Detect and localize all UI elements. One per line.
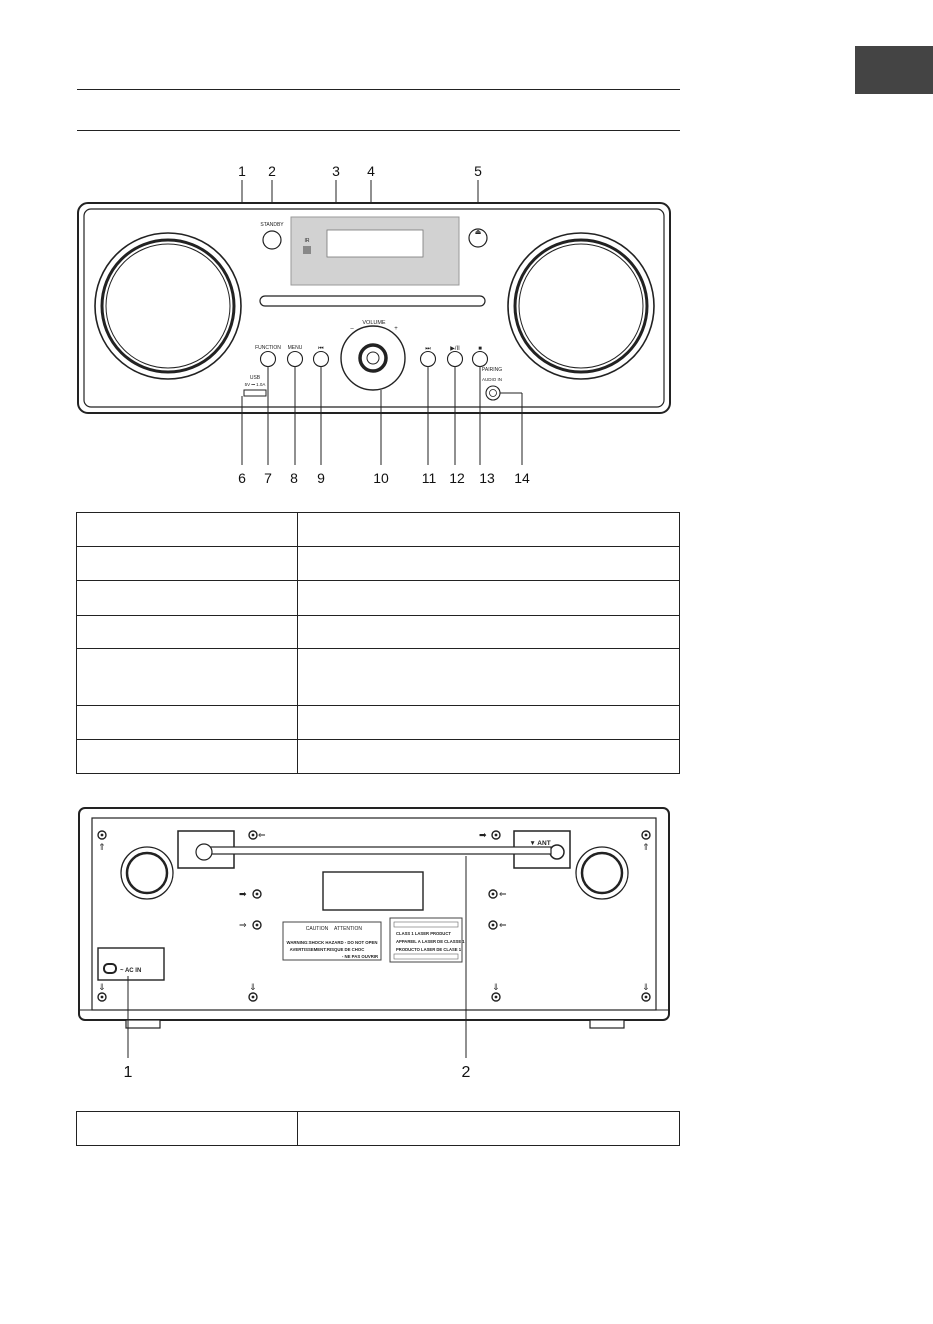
- volume-label: VOLUME: [362, 320, 386, 326]
- warning-label: [282, 921, 382, 961]
- svg-text:⇑: ⇑: [642, 842, 650, 852]
- bass-port-right: [575, 846, 629, 900]
- table-row: [76, 739, 680, 774]
- volume-plus-label: +: [394, 326, 398, 332]
- ac-in-label: ~ AC IN: [120, 968, 141, 974]
- usb-label: USB: [250, 375, 261, 381]
- svg-text:➡: ➡: [239, 889, 247, 899]
- next-icon: ⏭: [425, 346, 431, 352]
- left-speaker: [94, 232, 242, 380]
- table-row: [76, 546, 680, 581]
- next-button[interactable]: [419, 350, 437, 368]
- svg-text:⇓: ⇓: [98, 982, 106, 992]
- callout-back-1: 1: [124, 1064, 133, 1081]
- caution-text: CAUTION: [306, 926, 329, 932]
- back-cabinet: [78, 807, 670, 1021]
- callout-9: 9: [317, 470, 325, 486]
- antenna-socket[interactable]: [549, 844, 565, 860]
- callout-3: 3: [332, 163, 340, 179]
- screw-icons: [97, 830, 651, 1002]
- warning-line-3: - NE PAS OUVRIR: [342, 954, 379, 959]
- callout-2: 2: [268, 163, 276, 179]
- foot-left: [125, 1019, 161, 1029]
- stop-button[interactable]: [471, 350, 489, 368]
- callout-11: 11: [422, 470, 437, 486]
- cd-slot: [259, 295, 486, 307]
- play-pause-button[interactable]: [446, 350, 464, 368]
- front-controls-table: [76, 512, 680, 774]
- callout-4: 4: [367, 163, 375, 179]
- callout-8: 8: [290, 470, 298, 486]
- eject-icon: ⏏: [475, 229, 482, 236]
- attention-text: ATTENTION: [334, 926, 362, 932]
- prev-button[interactable]: [312, 350, 330, 368]
- menu-button[interactable]: [286, 350, 304, 368]
- standby-label: STANDBY: [260, 222, 284, 228]
- table-row: [76, 615, 680, 649]
- play-pause-icon: ▶/II: [450, 346, 460, 352]
- svg-text:⇐: ⇐: [499, 889, 507, 899]
- back-controls-table: [76, 1111, 680, 1146]
- function-button[interactable]: [259, 350, 277, 368]
- warning-line-2: AVERTISSEMENT:RISQUE DE CHOC: [290, 947, 365, 952]
- stop-icon: ■: [478, 346, 482, 352]
- arrow-icons: ⇐ ➡ ➡ ⇐ ⇒ ⇐ ⇑ ⇑ ⇓ ⇓ ⇓ ⇓: [98, 830, 650, 992]
- svg-text:⇒: ⇒: [239, 920, 247, 930]
- table-row: [76, 580, 680, 616]
- header-rule-top: [77, 89, 680, 90]
- front-cabinet: [77, 202, 671, 414]
- svg-text:⇓: ⇓: [492, 982, 500, 992]
- table-row: [76, 705, 680, 740]
- table-row: [76, 1111, 680, 1146]
- laser-line-1: CLASS 1 LASER PRODUCT: [396, 931, 451, 936]
- header-rule-bottom: [77, 130, 680, 131]
- usb-spec-label: 5V ⎓ 1.0A: [245, 382, 266, 387]
- table-row: [76, 512, 680, 547]
- callout-7: 7: [264, 470, 272, 486]
- volume-minus-label: –: [350, 326, 354, 332]
- menu-label: MENU: [288, 345, 303, 351]
- eject-button[interactable]: [468, 228, 488, 248]
- laser-line-3: PRODUCTO LASER DE CLASE 1: [396, 947, 462, 952]
- callout-back-2: 2: [462, 1064, 471, 1081]
- function-label: FUNCTION: [255, 345, 281, 351]
- bass-port-left: [120, 846, 174, 900]
- svg-text:⇓: ⇓: [249, 982, 257, 992]
- callout-10: 10: [373, 470, 389, 486]
- ir-sensor-label: IR: [305, 238, 310, 244]
- language-tab: [855, 46, 933, 94]
- callout-14: 14: [514, 470, 530, 486]
- svg-text:⇑: ⇑: [98, 842, 106, 852]
- back-panel-diagram: ▼ ANT CAUTION ATTENTION WARNING:SHOCK HA…: [78, 807, 670, 1081]
- svg-text:⇐: ⇐: [258, 830, 266, 840]
- usb-port[interactable]: [243, 389, 267, 397]
- display-screen: [326, 229, 424, 258]
- display-cutout: [322, 871, 424, 911]
- antenna-label: ▼ ANT: [529, 840, 550, 847]
- ac-in-socket[interactable]: [103, 963, 117, 974]
- leader-lines-bottom: [241, 367, 523, 465]
- table-row: [76, 648, 680, 706]
- callout-12: 12: [449, 470, 465, 486]
- svg-text:⇐: ⇐: [499, 920, 507, 930]
- callout-1: 1: [238, 163, 246, 179]
- callout-13: 13: [479, 470, 495, 486]
- foot-right: [589, 1019, 625, 1029]
- callout-6: 6: [238, 470, 246, 486]
- warning-line-1: WARNING:SHOCK HAZARD - DO NOT OPEN: [287, 940, 378, 945]
- ir-sensor-icon: [303, 246, 311, 254]
- svg-text:⇓: ⇓: [642, 982, 650, 992]
- back-leader-lines: [127, 856, 467, 1058]
- pairing-label: PAIRING: [482, 367, 502, 373]
- svg-text:➡: ➡: [479, 830, 487, 840]
- callout-5: 5: [474, 163, 482, 179]
- right-speaker: [507, 232, 655, 380]
- front-panel-diagram: 1 2 3 4 5 IR STANDBY ⏏ VOLUME – + FUNCTI…: [77, 163, 671, 486]
- telescopic-antenna: [207, 846, 552, 855]
- prev-icon: ⏮: [318, 346, 324, 352]
- audio-in-label: AUDIO IN: [482, 377, 502, 382]
- laser-line-2: APPAREIL A LASER DE CLASSE 1: [396, 939, 465, 944]
- standby-button[interactable]: [262, 230, 282, 250]
